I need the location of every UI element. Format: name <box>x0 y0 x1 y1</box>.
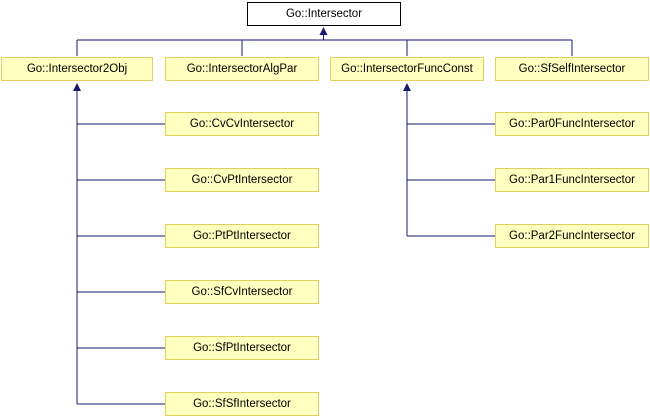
arrowhead-funcconst <box>403 83 411 91</box>
node-go-sfptintersector[interactable]: Go::SfPtIntersector <box>165 336 319 360</box>
node-go-intersectoralgpar[interactable]: Go::IntersectorAlgPar <box>165 57 319 81</box>
node-go-intersectorfuncconst[interactable]: Go::IntersectorFuncConst <box>330 57 484 81</box>
node-go-sfcvintersector[interactable]: Go::SfCvIntersector <box>165 280 319 304</box>
node-go-cvptintersector[interactable]: Go::CvPtIntersector <box>165 168 319 192</box>
arrowhead-intersector2obj <box>73 83 81 91</box>
node-go-par2funcintersector[interactable]: Go::Par2FuncIntersector <box>495 224 649 248</box>
node-go-ptptintersector[interactable]: Go::PtPtIntersector <box>165 224 319 248</box>
node-go-sfsfintersector[interactable]: Go::SfSfIntersector <box>165 392 319 416</box>
node-go-cvcvintersector[interactable]: Go::CvCvIntersector <box>165 112 319 136</box>
arrowhead-root <box>319 27 328 35</box>
node-go-par0funcintersector[interactable]: Go::Par0FuncIntersector <box>495 112 649 136</box>
node-go-intersector[interactable]: Go::Intersector <box>247 2 401 26</box>
node-go-par1funcintersector[interactable]: Go::Par1FuncIntersector <box>495 168 649 192</box>
node-go-sfselfintersector[interactable]: Go::SfSelfIntersector <box>495 57 649 81</box>
node-go-intersector2obj[interactable]: Go::Intersector2Obj <box>1 57 153 81</box>
